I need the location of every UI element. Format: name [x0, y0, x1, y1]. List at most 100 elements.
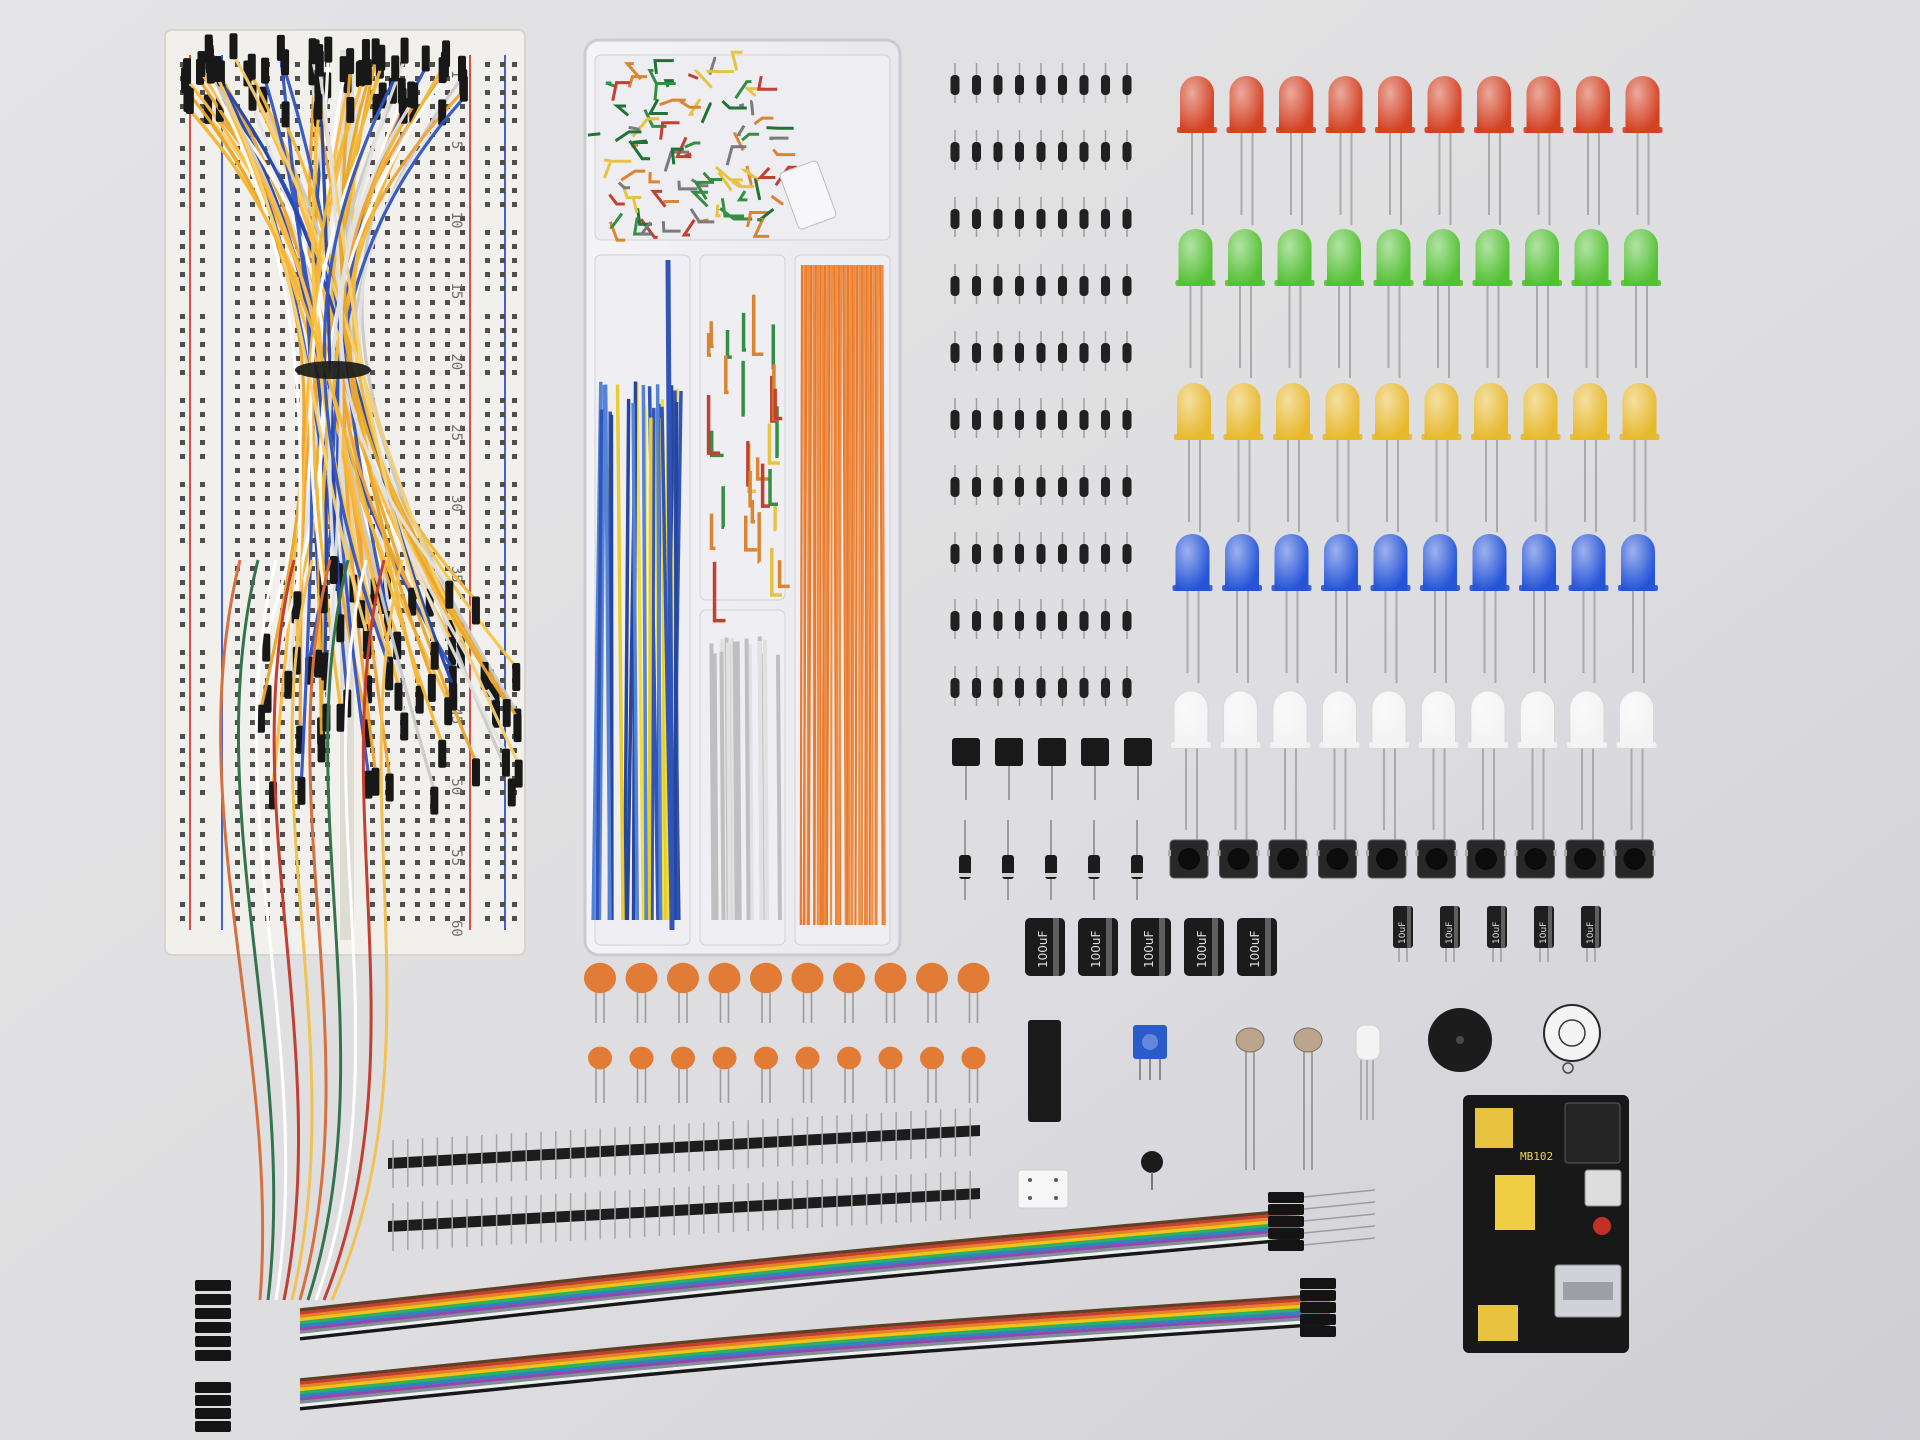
resistor — [972, 678, 981, 698]
dupont-connector — [1268, 1240, 1304, 1251]
breadboard-row-label: 55 — [448, 849, 464, 866]
ceramic-capacitor — [754, 1046, 778, 1070]
resistor — [1122, 276, 1132, 296]
resistor — [1122, 678, 1132, 698]
resistor — [1101, 142, 1110, 162]
photoresistor-2 — [1293, 1027, 1323, 1053]
dupont-connector — [1300, 1302, 1336, 1313]
dupont-connector — [1268, 1204, 1304, 1215]
dupont-connector — [1300, 1278, 1336, 1289]
resistor — [1015, 410, 1024, 430]
dc-barrel-jack — [1564, 1102, 1621, 1164]
ceramic-capacitor — [961, 1046, 986, 1070]
resistor — [1122, 142, 1132, 162]
resistor-grid — [950, 63, 1132, 706]
resistor — [1079, 75, 1089, 95]
resistor — [972, 611, 981, 631]
resistor — [1101, 276, 1110, 296]
diode-row — [959, 820, 1143, 900]
resistor — [993, 477, 1003, 497]
power-module-jumper-top — [1475, 1108, 1513, 1148]
dupont-connector — [1268, 1192, 1304, 1203]
breadboard-row-label: 15 — [448, 283, 464, 300]
resistor — [1036, 343, 1046, 363]
resistor — [972, 477, 981, 497]
ceramic-capacitor — [920, 1046, 944, 1070]
small-ic-row — [952, 738, 1152, 800]
resistor — [1079, 276, 1089, 296]
dupont-connector — [1300, 1326, 1336, 1337]
breadboard-row-label: 60 — [448, 920, 464, 937]
resistor — [1101, 544, 1110, 564]
capacitor-label: 100uF — [1036, 930, 1050, 968]
dupont-connector — [1268, 1228, 1304, 1239]
resistor — [950, 209, 960, 229]
resistor — [993, 142, 1003, 162]
dupont-ribbon-cables — [195, 1189, 1376, 1432]
resistor — [1079, 544, 1089, 564]
resistor — [950, 611, 960, 631]
dupont-connector — [195, 1408, 231, 1419]
resistor — [1101, 209, 1110, 229]
resistor — [972, 142, 981, 162]
led-grid — [1171, 76, 1663, 840]
ceramic-capacitor — [712, 1046, 737, 1070]
resistor — [1101, 75, 1110, 95]
ceramic-capacitor — [588, 1046, 612, 1070]
resistor — [993, 276, 1003, 296]
resistor — [1058, 276, 1067, 296]
box-mid-top-compartment — [699, 254, 786, 601]
resistor — [1101, 477, 1110, 497]
resistor — [1015, 544, 1024, 564]
resistor — [950, 544, 960, 564]
dupont-connector — [195, 1395, 231, 1406]
breadboard-row-label: 1 — [448, 70, 464, 78]
pin-headers — [388, 1107, 980, 1251]
capacitor-label: 10uF — [1445, 922, 1455, 944]
potentiometer-knob — [1142, 1034, 1158, 1050]
resistor — [1058, 75, 1067, 95]
breadboard-row-label: 10 — [448, 212, 464, 229]
resistor — [972, 544, 981, 564]
dupont-connector — [195, 1322, 231, 1333]
ceramic-capacitor — [791, 962, 824, 994]
resistor — [1079, 410, 1089, 430]
resistor — [950, 678, 960, 698]
breadboard-row-label: 20 — [448, 353, 464, 370]
resistor — [972, 276, 981, 296]
box-wires — [587, 50, 886, 931]
resistor — [993, 343, 1003, 363]
breadboard-row-label: 50 — [448, 778, 464, 795]
resistor — [1122, 343, 1132, 363]
transistor-package — [995, 738, 1023, 766]
dupont-connector — [195, 1280, 231, 1291]
resistor — [1036, 611, 1046, 631]
cable-tie — [295, 361, 371, 379]
ceramic-capacitor — [708, 962, 741, 994]
resistor — [950, 276, 960, 296]
resistor — [1036, 544, 1046, 564]
resistor — [1122, 544, 1132, 564]
ceramic-capacitor — [837, 1046, 861, 1070]
resistor — [1036, 142, 1046, 162]
resistor — [1015, 75, 1024, 95]
resistor — [1122, 611, 1132, 631]
capacitor-label: 100uF — [1248, 930, 1262, 968]
transistor-package — [1124, 738, 1152, 766]
dupont-connector — [195, 1308, 231, 1319]
resistor — [1101, 611, 1110, 631]
misc-components — [1017, 1004, 1601, 1209]
jumper-wire-bundle — [181, 33, 523, 1301]
breadboard-power-module: MB102 — [1463, 1095, 1629, 1353]
breadboard-row-label: 30 — [448, 495, 464, 512]
ceramic-capacitor — [629, 1046, 654, 1070]
resistor — [1058, 343, 1067, 363]
resistor — [1036, 477, 1046, 497]
transistor-package — [1038, 738, 1066, 766]
resistor — [993, 544, 1003, 564]
resistor — [1122, 75, 1132, 95]
resistor — [1122, 209, 1132, 229]
resistor — [1036, 75, 1046, 95]
